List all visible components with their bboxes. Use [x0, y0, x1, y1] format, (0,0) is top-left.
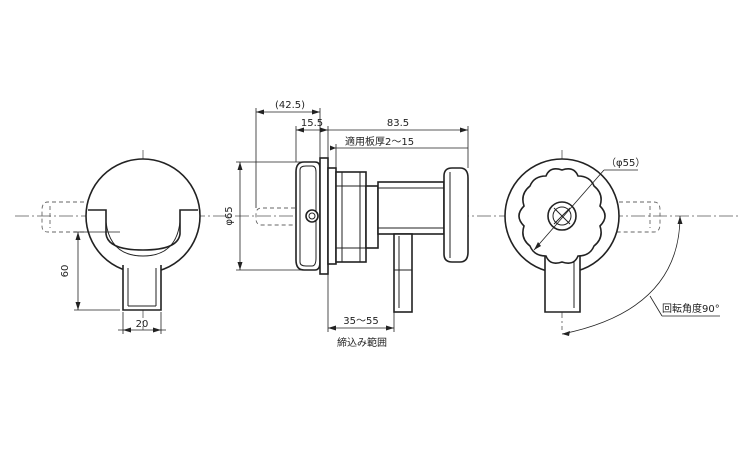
dimension-phi-65: φ65	[224, 161, 304, 271]
front-view-hidden-key	[41, 201, 84, 233]
rear-view-cam-tab	[544, 255, 581, 313]
side-view-keyhole	[305, 209, 319, 223]
front-view-handle-slot	[88, 209, 198, 251]
side-view	[255, 157, 469, 313]
side-view-cam-tongue	[393, 233, 413, 313]
dim-label-phi-65: φ65	[224, 206, 235, 225]
dim-label-42-5: (42.5)	[275, 100, 305, 111]
dim-label-phi-55: （φ55）	[606, 157, 645, 169]
side-view-hidden-key	[255, 207, 302, 226]
dimension-panel-thickness: 適用板厚2～15	[330, 135, 468, 168]
dim-label-panel-thickness: 適用板厚2～15	[345, 135, 414, 148]
dimension-42-5: (42.5)	[255, 100, 321, 208]
front-view-handle-tab	[122, 265, 162, 311]
dimension-83-5: 83.5	[328, 118, 469, 168]
dimension-20: 20	[118, 312, 166, 334]
dimension-phi-55: （φ55）	[533, 157, 645, 251]
side-view-shaft	[377, 181, 445, 235]
dim-label-83-5: 83.5	[387, 118, 409, 129]
dim-label-20: 20	[136, 319, 149, 330]
front-view	[41, 158, 201, 311]
dimension-60: 60	[60, 231, 120, 311]
side-view-flange	[319, 157, 329, 275]
rear-view	[504, 158, 661, 313]
dim-label-15-5: 15.5	[301, 118, 323, 129]
side-view-gasket	[327, 167, 337, 265]
rotation-angle-callout: 回転角度90°	[561, 215, 720, 336]
dim-label-rotation-angle: 回転角度90°	[662, 302, 720, 315]
dim-label-clamp-range: 締込み範囲	[337, 336, 387, 349]
side-view-knob	[443, 167, 469, 263]
dimension-35-55: 35～55 締込み範囲	[327, 274, 395, 349]
side-view-shaft-neck	[365, 185, 379, 249]
dim-label-60: 60	[60, 265, 71, 278]
rear-view-hidden-extension	[612, 201, 661, 233]
dim-label-35-55: 35～55	[343, 316, 378, 327]
dimension-15-5: 15.5	[295, 118, 329, 162]
